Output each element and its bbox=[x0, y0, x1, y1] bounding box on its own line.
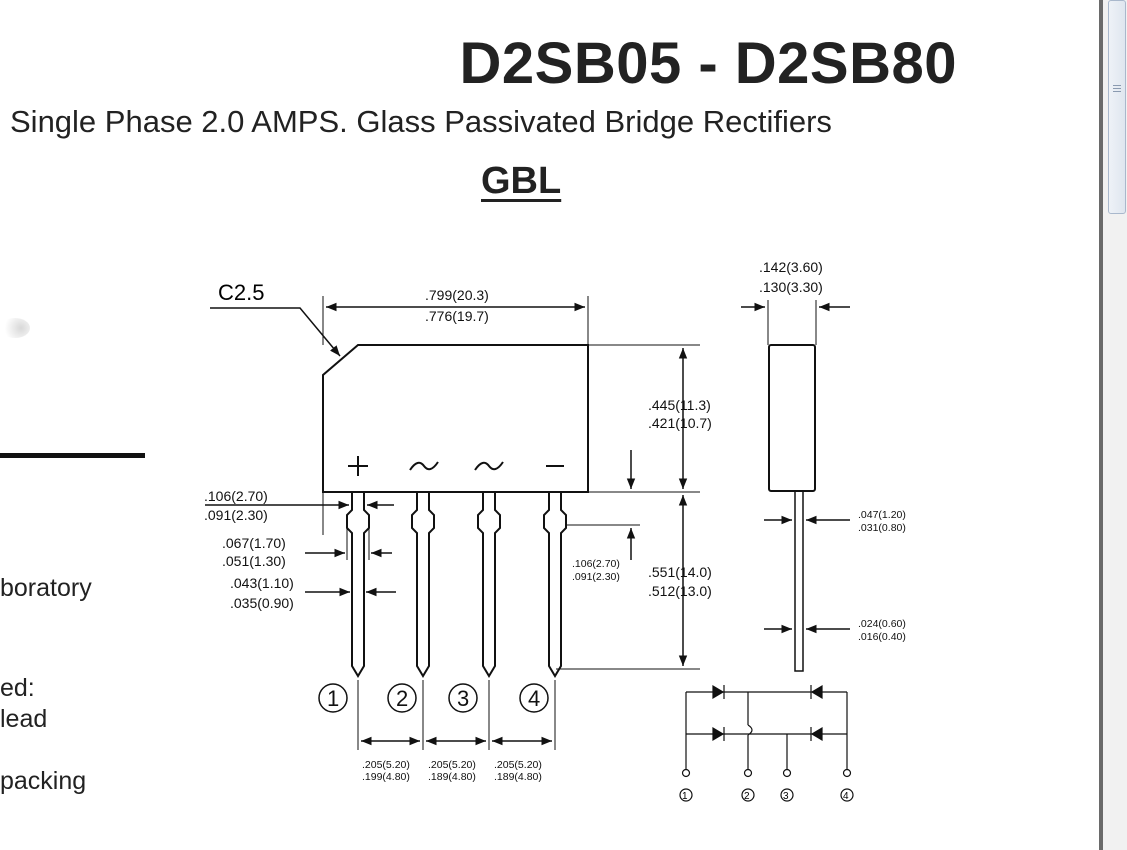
lead-thickness-min-label: .035(0.90) bbox=[230, 595, 294, 611]
offset-max-label: .106(2.70) bbox=[204, 488, 268, 504]
pitch-2-min-label: .189(4.80) bbox=[428, 771, 476, 783]
chamfer-leader bbox=[210, 307, 341, 357]
package-heading: GBL bbox=[481, 160, 562, 202]
lead-length-max-label: .551(14.0) bbox=[648, 564, 712, 580]
shoulder-max-label: .106(2.70) bbox=[572, 558, 620, 570]
package-outline-drawing: C2.5 .799(20.3) .776(19.7) .445(11.3) .4… bbox=[204, 259, 906, 802]
side-lead-min-label: .031(0.80) bbox=[858, 522, 906, 534]
lead-thickness-max-label: .043(1.10) bbox=[230, 575, 294, 591]
width-max-label: .799(20.3) bbox=[425, 287, 489, 303]
offset-min-label: .091(2.30) bbox=[204, 507, 268, 523]
pin-2-number: 2 bbox=[396, 686, 408, 711]
chamfer-label: C2.5 bbox=[218, 280, 264, 305]
text-fragment-laboratory: boratory bbox=[0, 574, 92, 602]
pitch-1-max-label: .205(5.20) bbox=[362, 759, 410, 771]
section-divider bbox=[0, 453, 145, 458]
pitch-2-max-label: .205(5.20) bbox=[428, 759, 476, 771]
pin-4-number: 4 bbox=[528, 686, 540, 711]
schematic-pin-2: 2 bbox=[744, 791, 750, 802]
pin-1-number: 1 bbox=[327, 686, 339, 711]
thickness-min-label: .130(3.30) bbox=[759, 279, 823, 295]
bridge-schematic bbox=[679, 684, 854, 802]
lead-4 bbox=[543, 492, 567, 678]
lead-width-max-label: .067(1.70) bbox=[222, 535, 286, 551]
text-fragment-lead: lead bbox=[0, 705, 48, 733]
lead-1 bbox=[346, 492, 370, 678]
thickness-max-label: .142(3.60) bbox=[759, 259, 823, 275]
width-min-label: .776(19.7) bbox=[425, 308, 489, 324]
lead-2 bbox=[411, 492, 435, 678]
shoulder-min-label: .091(2.30) bbox=[572, 571, 620, 583]
side-view-lead bbox=[794, 490, 804, 672]
vertical-scrollbar[interactable] bbox=[1099, 0, 1127, 850]
ac-symbol-2 bbox=[474, 461, 504, 471]
schematic-pin-4: 4 bbox=[843, 791, 849, 802]
pin-3-number: 3 bbox=[457, 686, 469, 711]
document-subtitle: Single Phase 2.0 AMPS. Glass Passivated … bbox=[10, 104, 832, 139]
text-fragment-ed: ed: bbox=[0, 674, 35, 702]
scrollbar-thumb[interactable] bbox=[1108, 0, 1126, 214]
lead-3 bbox=[477, 492, 501, 678]
pitch-3-max-label: .205(5.20) bbox=[494, 759, 542, 771]
text-fragment-packing: packing bbox=[0, 767, 87, 795]
lead-width-min-label: .051(1.30) bbox=[222, 553, 286, 569]
ac-symbol-1 bbox=[409, 461, 439, 471]
side-lead-max-label: .047(1.20) bbox=[858, 509, 906, 521]
side-tip-max-label: .024(0.60) bbox=[858, 618, 906, 630]
lead-length-min-label: .512(13.0) bbox=[648, 583, 712, 599]
side-view-body bbox=[768, 344, 816, 492]
body-outline bbox=[322, 344, 589, 493]
document-title: D2SB05 - D2SB80 bbox=[459, 31, 957, 96]
body-height-min-label: .421(10.7) bbox=[648, 415, 712, 431]
body-height-max-label: .445(11.3) bbox=[648, 397, 711, 413]
image-fragment bbox=[0, 318, 30, 338]
side-tip-min-label: .016(0.40) bbox=[858, 631, 906, 643]
schematic-pin-3: 3 bbox=[783, 791, 789, 802]
pitch-3-min-label: .189(4.80) bbox=[494, 771, 542, 783]
schematic-pin-1: 1 bbox=[682, 791, 688, 802]
pitch-1-min-label: .199(4.80) bbox=[362, 771, 410, 783]
